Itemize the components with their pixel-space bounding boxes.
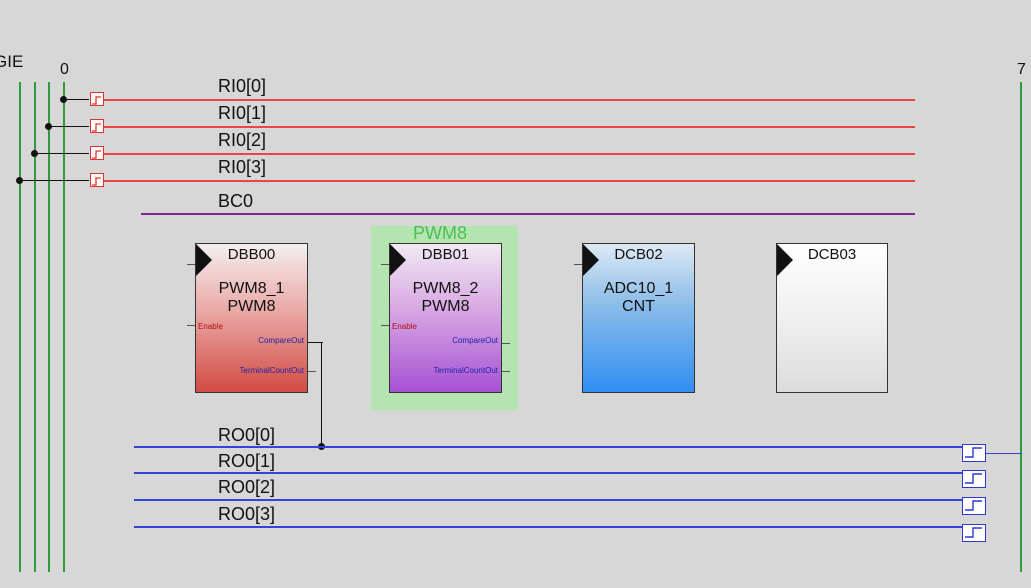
global-bus-label: GIE <box>0 52 24 71</box>
junction-dot <box>60 96 67 103</box>
row-output-label: RO0[3] <box>218 504 276 524</box>
output-route-line <box>308 342 323 343</box>
row-output-line[interactable] <box>134 499 962 501</box>
output-sync-icon[interactable] <box>962 524 986 542</box>
digital-block-dcb03[interactable]: DCB03 <box>776 243 888 393</box>
input-sync-icon[interactable] <box>90 119 104 133</box>
junction-dot <box>31 150 38 157</box>
row-output-line[interactable] <box>134 446 962 448</box>
row-output-label: RO0[1] <box>218 451 276 471</box>
block-name: DCB03 <box>807 246 857 263</box>
input-sync-icon[interactable] <box>90 92 104 106</box>
pin-stub <box>187 325 195 326</box>
pin-stub <box>187 264 195 265</box>
output-sync-icon[interactable] <box>962 470 986 488</box>
column-label-first: 0 <box>60 61 69 78</box>
input-sync-icon[interactable] <box>90 146 104 160</box>
pin-enable[interactable]: Enable <box>198 322 223 331</box>
block-name: DBB00 <box>227 246 276 263</box>
row-input-line[interactable] <box>104 126 915 128</box>
row-input-label: RI0[0] <box>218 76 267 96</box>
bus-tap-line <box>34 153 89 154</box>
global-bus-line <box>19 82 21 572</box>
column-label-last: 7 <box>1017 61 1026 78</box>
broadcast-label: BC0 <box>218 191 254 211</box>
output-sync-icon[interactable] <box>962 497 986 515</box>
bus-tap-line <box>19 180 89 181</box>
pin-stub <box>381 264 389 265</box>
pin-stub <box>308 371 316 372</box>
pin-terminal-count-out[interactable]: TerminalCountOut <box>239 366 304 375</box>
junction-dot <box>16 177 23 184</box>
pin-stub <box>574 264 582 265</box>
pin-terminal-count-out[interactable]: TerminalCountOut <box>433 366 498 375</box>
pin-stub <box>381 325 389 326</box>
bus-tap-line <box>986 453 1022 454</box>
row-output-line[interactable] <box>134 472 962 474</box>
block-name: DBB01 <box>421 246 470 263</box>
pin-compare-out[interactable]: CompareOut <box>258 336 304 345</box>
row-output-line[interactable] <box>134 526 962 528</box>
pin-enable[interactable]: Enable <box>392 322 417 331</box>
row-input-label: RI0[1] <box>218 103 267 123</box>
pin-stub <box>502 343 510 344</box>
user-module-label: PWM8 <box>413 223 467 243</box>
clock-input-icon <box>390 244 406 276</box>
global-bus-line <box>48 82 50 572</box>
row-input-line[interactable] <box>104 180 915 182</box>
global-bus-line-right <box>1020 82 1022 572</box>
row-output-label: RO0[2] <box>218 477 276 497</box>
output-route-line <box>321 342 322 446</box>
clock-input-icon <box>583 244 599 276</box>
pin-compare-out[interactable]: CompareOut <box>452 336 498 345</box>
clock-input-icon <box>196 244 212 276</box>
bus-tap-line <box>48 126 89 127</box>
bus-tap-line <box>63 99 89 100</box>
global-bus-line <box>63 82 65 572</box>
block-name: DCB02 <box>614 246 663 263</box>
pin-stub <box>502 371 510 372</box>
row-input-line[interactable] <box>104 99 915 101</box>
row-input-label: RI0[3] <box>218 157 267 177</box>
output-sync-icon[interactable] <box>962 444 986 462</box>
global-bus-line <box>34 82 36 572</box>
broadcast-line[interactable] <box>141 213 915 215</box>
clock-input-icon <box>777 244 793 276</box>
row-input-label: RI0[2] <box>218 130 267 150</box>
row-output-label: RO0[0] <box>218 425 276 445</box>
input-sync-icon[interactable] <box>90 173 104 187</box>
junction-dot <box>45 123 52 130</box>
row-input-line[interactable] <box>104 153 915 155</box>
